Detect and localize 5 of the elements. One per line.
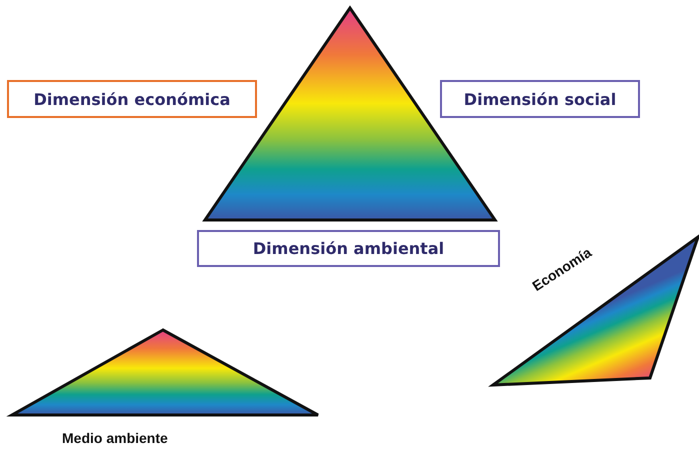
dimension-label-box: Dimensión ambiental	[197, 230, 500, 267]
gradient-triangle	[491, 235, 699, 387]
caption-text: Medio ambiente	[62, 430, 168, 446]
dimension-label-box: Dimensión económica	[7, 80, 257, 118]
dimension-label-box: Dimensión social	[440, 80, 640, 118]
